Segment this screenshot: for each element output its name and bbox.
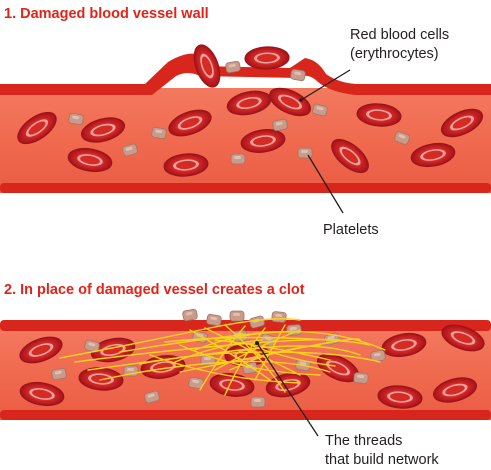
platelet	[68, 113, 84, 125]
platelet	[354, 372, 369, 383]
platelet	[206, 314, 222, 326]
platelet	[51, 368, 67, 380]
bottom-wall-1	[0, 183, 491, 193]
platelet	[225, 61, 241, 73]
platelet	[182, 309, 198, 321]
platelet	[231, 154, 245, 164]
platelet	[151, 127, 167, 139]
platelet	[298, 148, 312, 158]
vessel-panel1	[0, 42, 491, 213]
platelet	[290, 69, 306, 81]
platelet	[272, 119, 288, 131]
vessel-panel2	[0, 309, 491, 436]
platelet	[272, 311, 287, 322]
platelet	[230, 311, 244, 321]
red-blood-cell	[245, 46, 290, 70]
bottom-wall-2	[0, 410, 491, 420]
platelet	[251, 397, 265, 407]
